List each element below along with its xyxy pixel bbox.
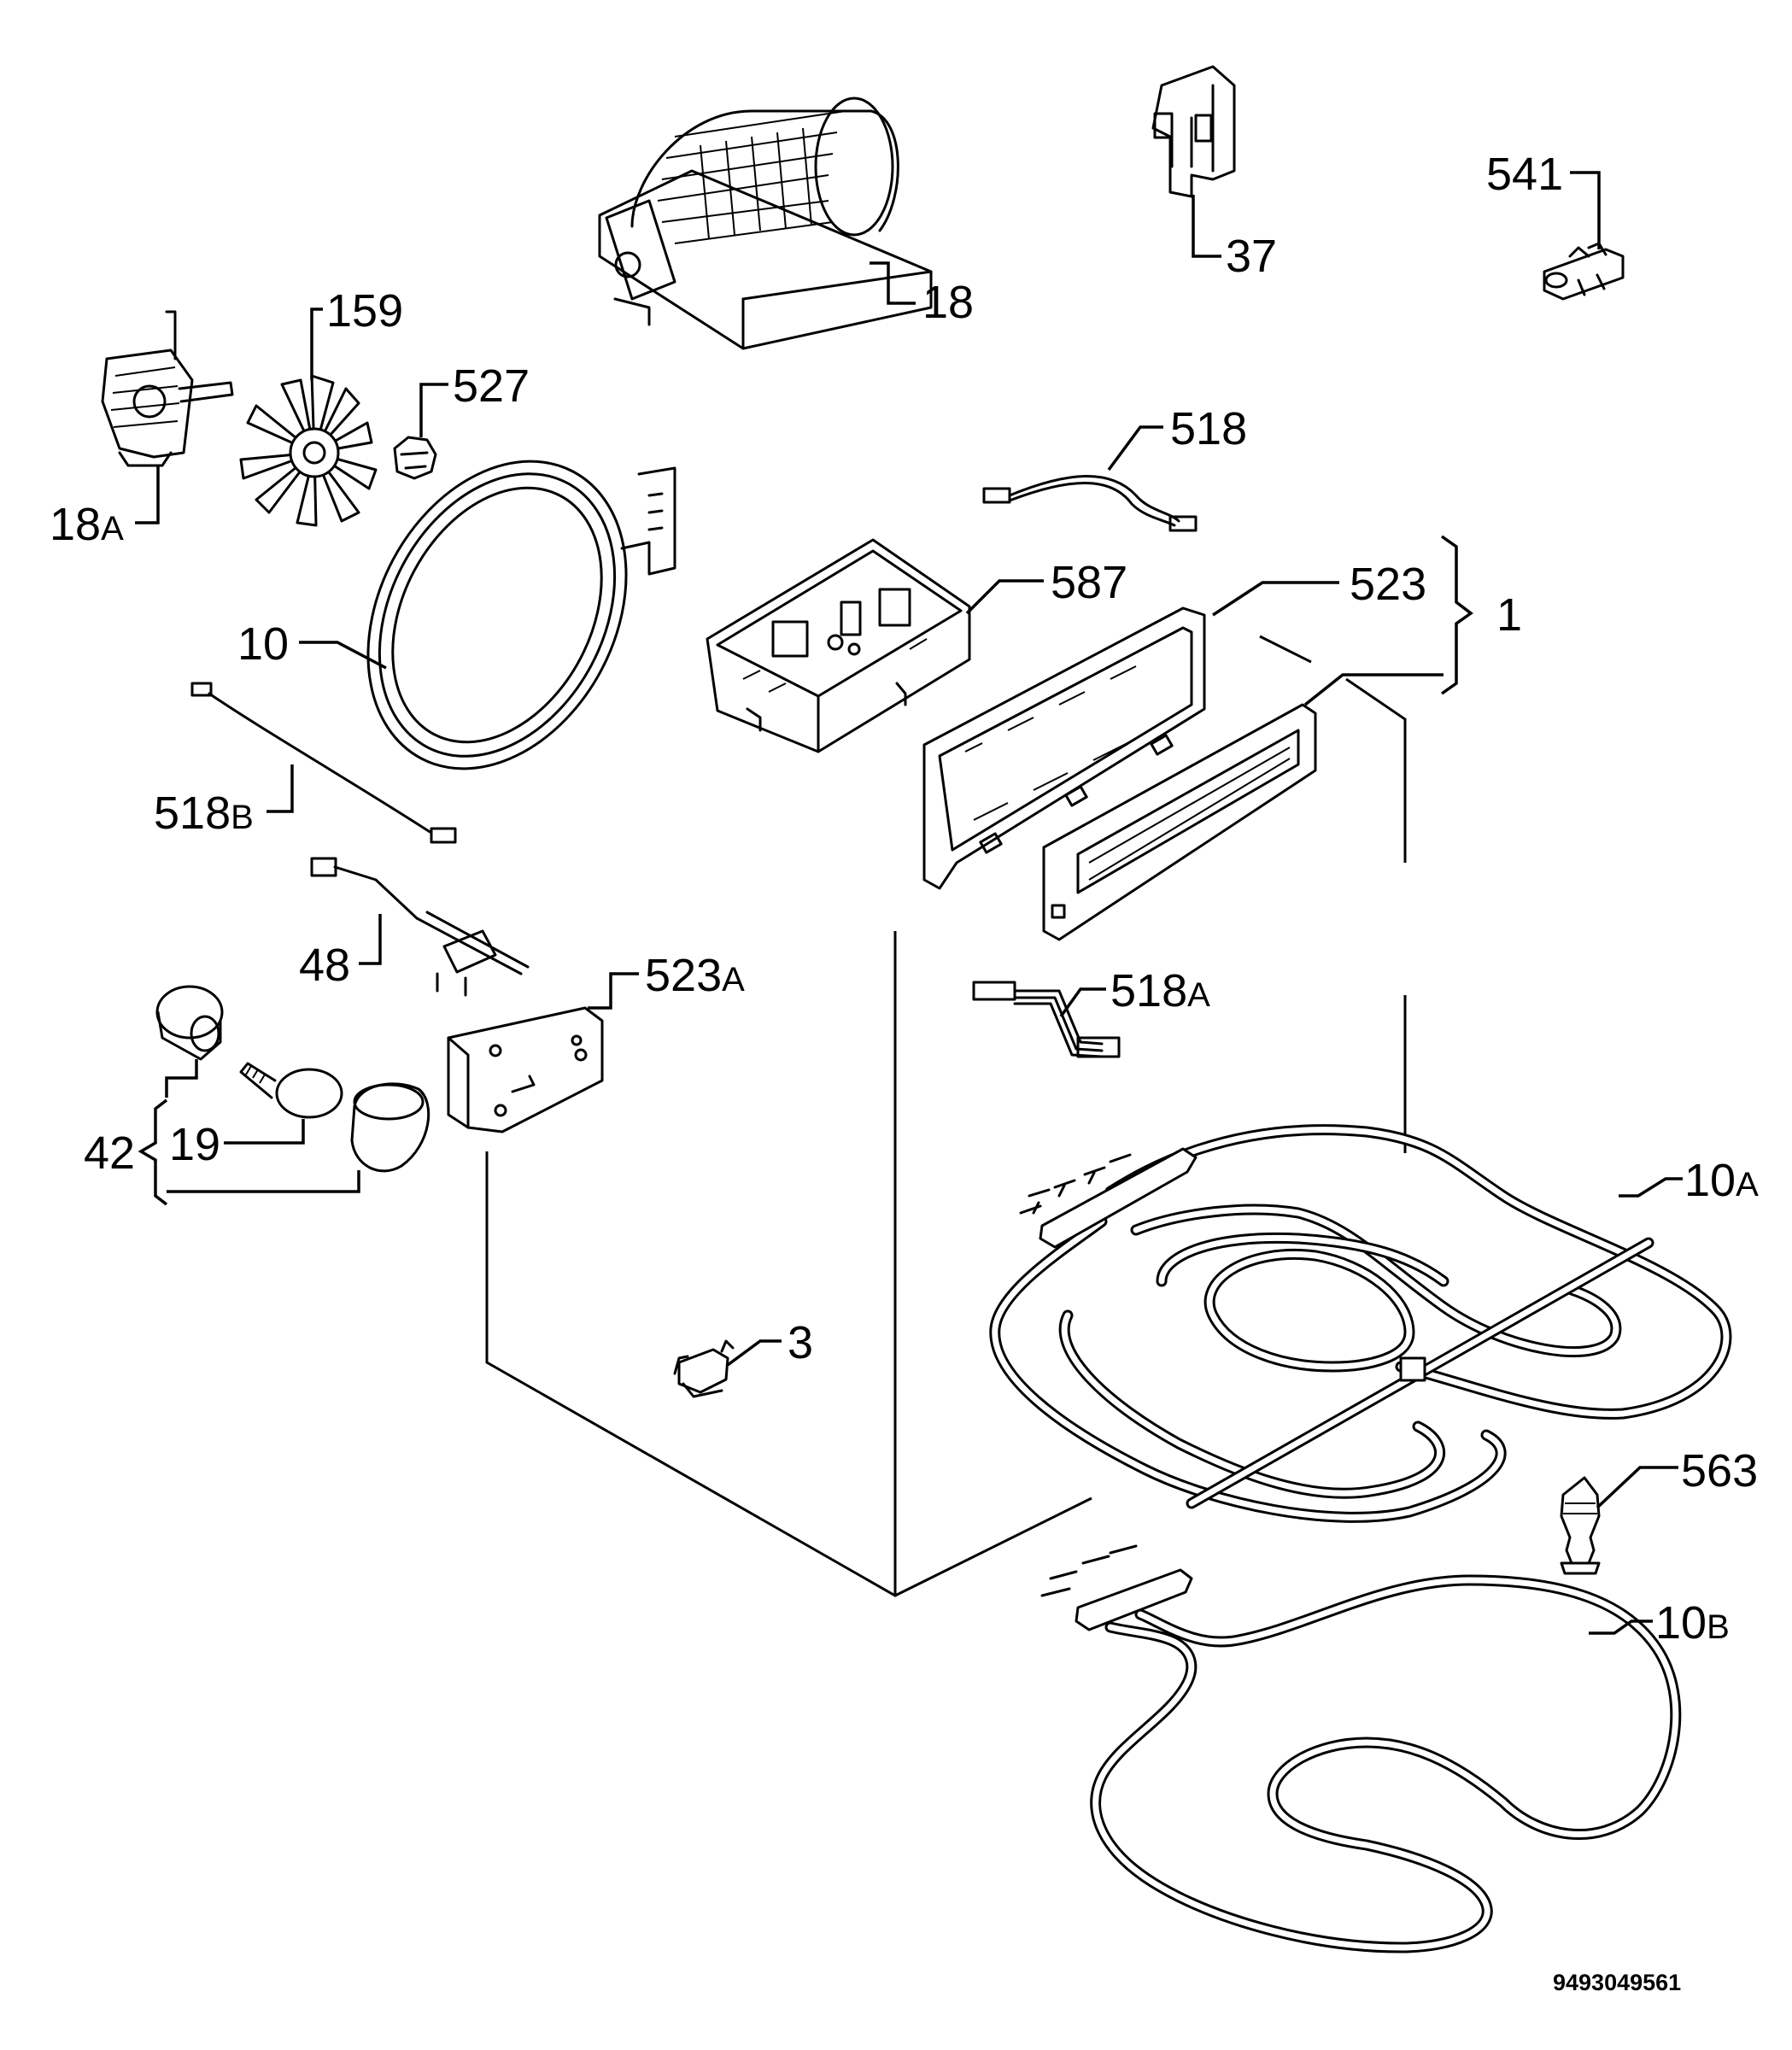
leader-563	[1596, 1466, 1678, 1509]
leader-3	[726, 1339, 782, 1367]
part-label-p42: 42	[84, 1128, 135, 1179]
leader-10b	[1589, 1620, 1653, 1635]
fan-motor-part	[101, 310, 234, 467]
part-label-p523a: 523A	[645, 950, 745, 1001]
part-label-p518a: 518A	[1110, 965, 1210, 1016]
part-suffix: A	[1736, 1166, 1759, 1204]
part-suffix: A	[1187, 976, 1210, 1014]
part-number: 518	[1110, 965, 1187, 1016]
circular-heater-part	[366, 460, 676, 770]
leader-518b	[266, 764, 294, 813]
brace-42	[138, 1098, 168, 1206]
leader-37	[1192, 195, 1221, 258]
part-number: 10	[1655, 1597, 1707, 1649]
part-number: 1	[1496, 589, 1522, 641]
part-label-p37: 37	[1226, 231, 1277, 282]
part-suffix: B	[231, 799, 254, 836]
leader-1-b	[1303, 673, 1444, 706]
leader-527	[419, 383, 448, 437]
leader-159	[310, 308, 323, 380]
part-label-p587: 587	[1051, 557, 1127, 608]
part-suffix: A	[722, 961, 745, 999]
part-label-p1: 1	[1496, 589, 1522, 641]
part-label-p10a: 10A	[1684, 1155, 1759, 1206]
part-number: 563	[1681, 1445, 1758, 1496]
lamp-cover-part	[350, 1082, 430, 1173]
lamp-bulb-part	[239, 1062, 343, 1119]
display-board-part	[1042, 703, 1317, 941]
part-label-p541: 541	[1486, 149, 1563, 200]
part-suffix: B	[1707, 1608, 1730, 1646]
part-number: 42	[84, 1128, 135, 1179]
thermostat-part	[673, 1339, 735, 1398]
part-label-p10: 10	[237, 618, 289, 670]
part-label-p563: 563	[1681, 1445, 1758, 1496]
part-label-p18: 18	[922, 277, 974, 328]
leader-42-a	[165, 1059, 198, 1098]
part-label-p3: 3	[788, 1317, 813, 1368]
part-number: 19	[169, 1119, 220, 1170]
leader-10a	[1619, 1177, 1683, 1198]
leader-42-b	[167, 1170, 360, 1193]
leader-18a	[135, 466, 160, 524]
document-number: 9493049561	[1553, 1970, 1681, 1995]
leader-18	[870, 261, 916, 305]
cable-518b-part	[190, 682, 457, 844]
part-number: 37	[1226, 231, 1277, 282]
part-suffix: A	[101, 510, 124, 548]
part-number: 159	[326, 285, 403, 337]
part-number: 587	[1051, 557, 1127, 608]
leader-523	[1212, 581, 1339, 617]
part-label-p18a: 18A	[50, 499, 124, 550]
part-label-p518: 518	[1170, 403, 1247, 454]
terminal-block-part	[1543, 242, 1625, 301]
ribbon-cable-518a-part	[972, 981, 1121, 1058]
spacer-563-part	[1560, 1476, 1601, 1575]
leader-48	[359, 914, 382, 965]
part-number: 18	[50, 499, 101, 550]
brace-1	[1440, 535, 1473, 695]
lamp-holder-part	[155, 985, 224, 1061]
power-board-part	[706, 538, 971, 753]
leader-523a	[588, 972, 639, 1010]
bottom-heater-10b-part	[1040, 1544, 1682, 1953]
part-number: 523	[1350, 559, 1426, 610]
part-number: 3	[788, 1317, 813, 1368]
part-number: 18	[922, 277, 974, 328]
part-number: 10	[237, 618, 289, 670]
part-number: 518	[1170, 403, 1247, 454]
part-label-p19: 19	[169, 1119, 220, 1170]
part-label-p10b: 10B	[1655, 1597, 1730, 1649]
cabinet-outline	[485, 635, 1407, 1597]
tangential-fan-part	[598, 97, 933, 350]
leader-10	[299, 641, 387, 670]
door-switch-part	[1151, 65, 1236, 198]
part-label-p527: 527	[453, 360, 530, 412]
cable-518-part	[982, 475, 1198, 532]
part-number: 527	[453, 360, 530, 412]
part-number: 48	[299, 940, 350, 991]
temperature-probe-part	[310, 857, 530, 997]
leader-518	[1107, 425, 1163, 472]
bracket-523a-part	[447, 1006, 604, 1133]
part-label-p523: 523	[1350, 559, 1426, 610]
part-label-p48: 48	[299, 940, 350, 991]
part-number: 518	[154, 788, 231, 839]
part-label-p518b: 518B	[154, 788, 254, 839]
part-number: 523	[645, 950, 722, 1001]
leader-19	[224, 1119, 305, 1145]
part-number: 541	[1486, 149, 1563, 200]
leader-587	[965, 579, 1044, 615]
leader-518a	[1059, 987, 1106, 1018]
fan-nut-part	[393, 436, 437, 480]
part-number: 10	[1684, 1155, 1736, 1206]
part-label-p159: 159	[326, 285, 403, 337]
grill-heater-10a-part	[989, 1124, 1732, 1523]
leader-541	[1570, 171, 1601, 249]
fan-blade-part	[239, 374, 378, 527]
control-frame-part	[922, 606, 1206, 890]
